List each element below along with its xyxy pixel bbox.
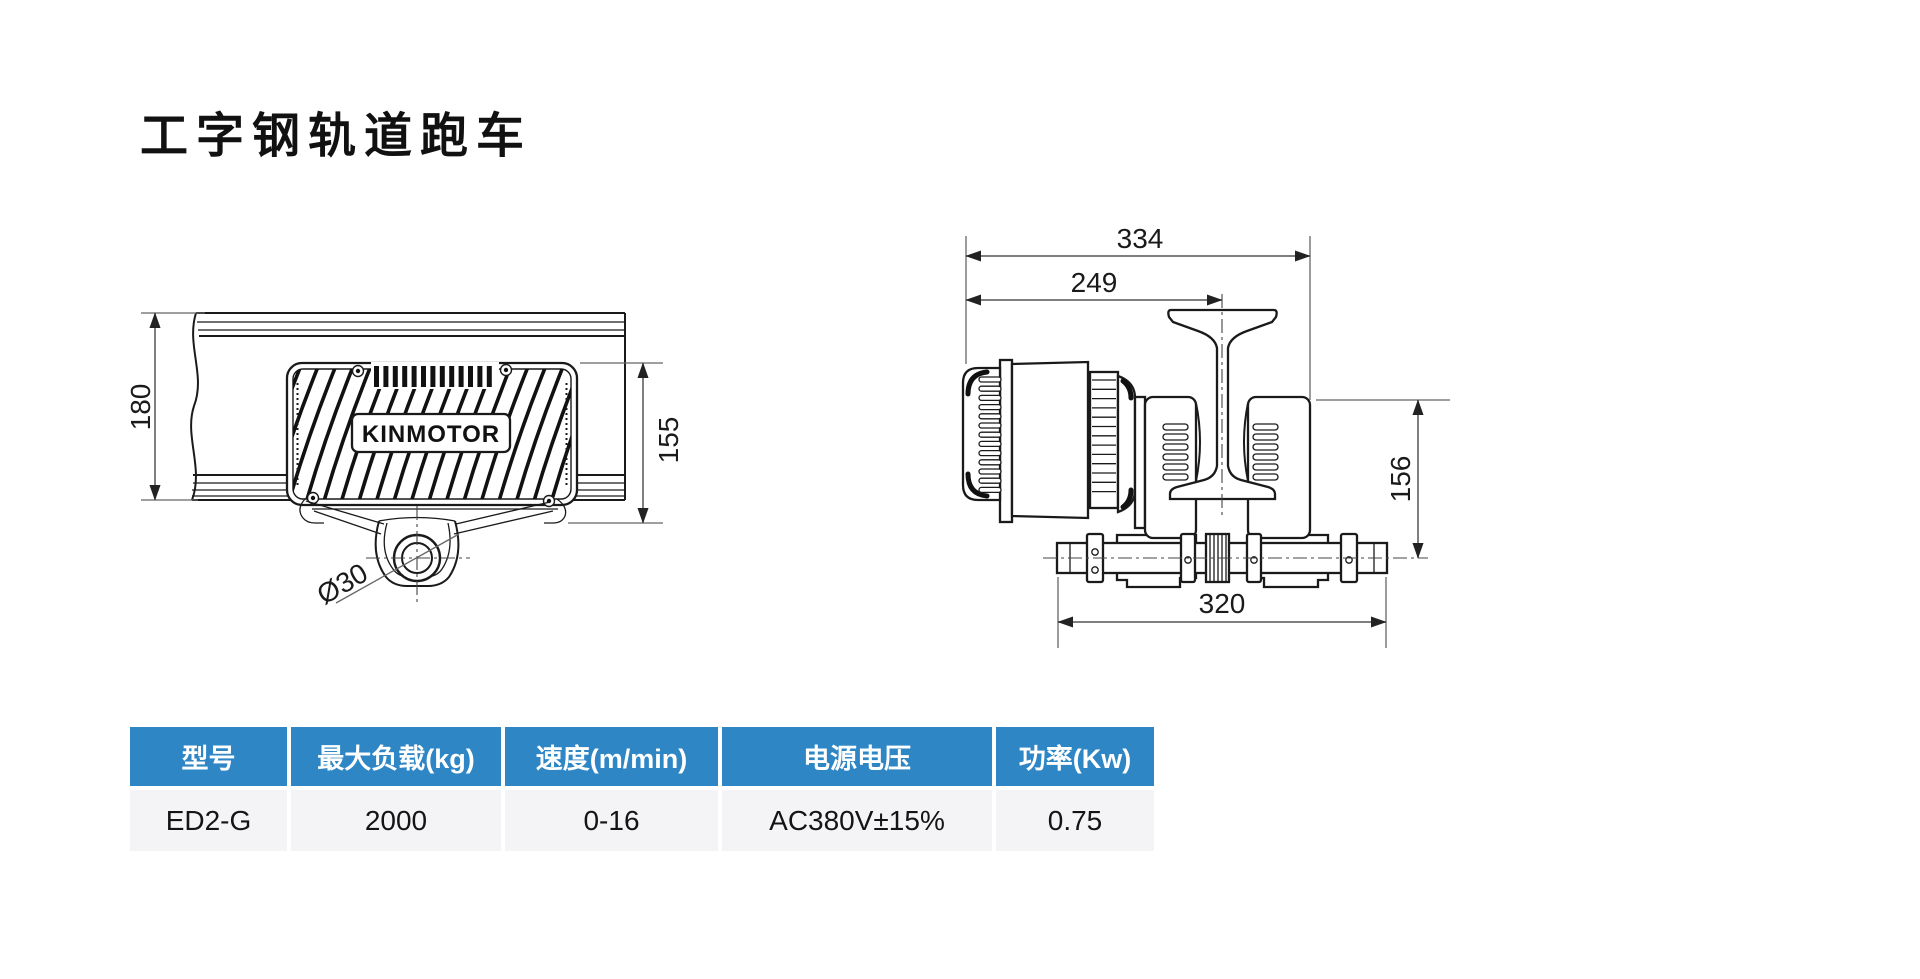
dim-wheelbase: 320 <box>1057 577 1387 648</box>
cover-screws <box>306 363 556 508</box>
spec-header-max-load: 最大负载(kg) <box>291 727 501 786</box>
wheel-rim-right <box>1243 402 1249 482</box>
spec-header-speed: 速度(m/min) <box>505 727 718 786</box>
dim-249-label: 249 <box>1071 267 1118 298</box>
dim-180-label: 180 <box>125 384 156 431</box>
wheel-block-vents-left <box>1162 423 1189 481</box>
spec-header-power: 功率(Kw) <box>996 727 1154 786</box>
dim-156-label: 156 <box>1385 456 1416 503</box>
hook-bracket: Ø30 <box>299 498 567 610</box>
screw-icon <box>351 364 365 378</box>
motor-fins-left <box>978 376 1002 494</box>
dim-155-label: 155 <box>653 417 684 464</box>
hole-leader-line <box>335 533 460 604</box>
brand-plate <box>350 412 512 454</box>
wheel-block-vents-right <box>1252 423 1279 481</box>
spec-value-speed: 0-16 <box>505 790 718 851</box>
side-view-drawing: 180 KINMOTOR <box>125 312 684 610</box>
dim-left-to-rail-center: 249 <box>965 267 1223 306</box>
end-view-drawing: 334 249 156 320 <box>961 223 1450 648</box>
screw-icon <box>306 491 320 505</box>
spec-value-voltage: AC380V±15% <box>722 790 992 851</box>
dim-overall-width: 334 <box>965 223 1311 400</box>
motor <box>961 358 1147 530</box>
vent-grille <box>374 366 492 387</box>
spec-value-model: ED2-G <box>130 790 287 851</box>
dim-hole-diameter-label: Ø30 <box>312 557 373 610</box>
screw-icon <box>542 494 556 508</box>
dim-rail-height: 180 <box>125 312 205 501</box>
motor-cover: KINMOTOR <box>285 361 579 508</box>
spec-header-model: 型号 <box>130 727 287 786</box>
spec-table: 型号 最大负载(kg) 速度(m/min) 电源电压 功率(Kw) ED2-G … <box>130 727 1154 851</box>
dim-body-height: 155 <box>568 362 684 524</box>
dim-height-below-rail: 156 <box>1316 399 1450 559</box>
wheel-rim-left <box>1195 402 1201 482</box>
motor-fins-right <box>1092 379 1116 493</box>
page-title: 工字钢轨道跑车 <box>140 110 533 163</box>
spec-value-max-load: 2000 <box>291 790 501 851</box>
screw-icon <box>499 363 513 377</box>
rail-break-line <box>190 312 199 501</box>
dim-320-label: 320 <box>1199 588 1246 619</box>
brand-label: KINMOTOR <box>362 421 500 448</box>
spec-value-power: 0.75 <box>996 790 1154 851</box>
dim-334-label: 334 <box>1117 223 1164 254</box>
spec-header-voltage: 电源电压 <box>722 727 992 786</box>
